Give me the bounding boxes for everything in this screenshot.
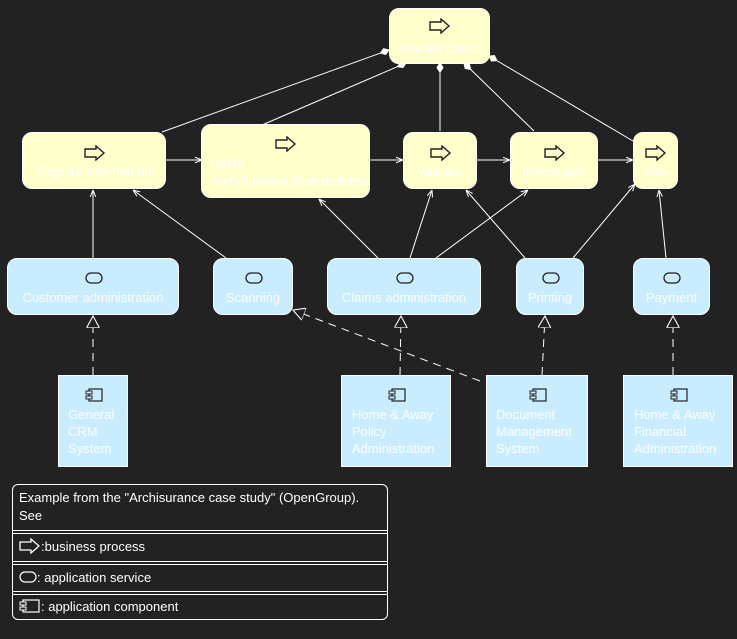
component-label: CRM <box>68 424 98 439</box>
service-label: Payment <box>645 290 698 305</box>
component-label: Document <box>496 407 556 422</box>
legend: Example from the "Archisurance case stud… <box>12 484 388 620</box>
component-label: General <box>68 407 115 422</box>
legend-divider <box>13 564 387 565</box>
used-by-line <box>572 184 635 259</box>
component-label: Policy <box>352 424 387 439</box>
business-process-icon <box>430 145 452 161</box>
process-investigate[interactable]: Investigate <box>510 132 598 189</box>
service-label: Scanning <box>225 290 281 305</box>
legend-divider <box>13 530 387 531</box>
business-process-icon <box>429 18 451 34</box>
used-by-line <box>466 190 526 259</box>
process-validate[interactable]: Validate <box>403 132 477 189</box>
component-label: Management <box>496 424 572 439</box>
component-home-away-policy-administration[interactable]: Home & Away Policy Administration <box>341 375 451 467</box>
process-label: Pay <box>644 164 667 179</box>
legend-label: : application component <box>41 599 179 614</box>
service-printing[interactable]: Printing <box>516 258 584 315</box>
process-label: Notify <box>210 156 244 171</box>
realization-line <box>400 316 401 376</box>
legend-note: See <box>19 508 43 523</box>
service-payment[interactable]: Payment <box>633 258 710 315</box>
service-label: Customer administration <box>22 290 164 305</box>
application-service-icon <box>19 571 37 583</box>
component-document-management-system[interactable]: Document Management System <box>486 375 588 467</box>
business-process-icon <box>544 145 566 161</box>
application-component-icon <box>529 388 547 402</box>
used-by-line <box>659 190 667 259</box>
used-by-line <box>435 190 528 259</box>
process-label: Investigate <box>522 164 586 179</box>
process-capture-information[interactable]: Capture Information <box>22 132 166 189</box>
service-customer-administration[interactable]: Customer administration <box>7 258 179 315</box>
business-process-icon <box>645 145 667 161</box>
composition-line <box>161 48 390 133</box>
legend-divider <box>13 533 387 534</box>
component-label: Financial <box>634 424 687 439</box>
process-pay[interactable]: Pay <box>633 132 678 189</box>
application-component-icon <box>85 388 103 402</box>
service-claims-administration[interactable]: Claims administration <box>327 258 481 315</box>
composition-line <box>463 62 535 132</box>
legend-application-component: : application component <box>19 599 178 614</box>
used-by-line <box>319 199 379 259</box>
used-by-line <box>409 190 432 259</box>
component-home-away-financial-administration[interactable]: Home & Away Financial Administration <box>623 375 733 467</box>
application-component-icon <box>19 599 40 613</box>
process-label: Capture Information <box>36 164 152 179</box>
legend-divider <box>13 594 387 595</box>
component-label: System <box>68 441 112 456</box>
component-label: Home & Away <box>352 407 434 422</box>
realization-line <box>542 316 545 376</box>
process-handle-claim[interactable]: Handle Claim <box>389 8 490 64</box>
composition-line <box>261 61 407 126</box>
application-service-icon <box>85 272 103 284</box>
application-component-icon <box>388 388 406 402</box>
component-label: System <box>496 441 540 456</box>
application-service-icon <box>542 272 560 284</box>
composition-line <box>488 55 634 142</box>
legend-divider <box>13 591 387 592</box>
service-scanning[interactable]: Scanning <box>213 258 293 315</box>
legend-divider <box>13 561 387 562</box>
legend-note: Example from the "Archisurance case stud… <box>19 490 360 505</box>
legend-business-process: :business process <box>19 537 146 555</box>
process-label: Handle Claim <box>400 41 479 56</box>
process-label: Validate <box>416 164 463 179</box>
service-label: Printing <box>527 290 573 305</box>
legend-application-service: : application service <box>19 570 151 585</box>
application-service-icon <box>396 272 414 284</box>
process-notify-stakeholders[interactable]: Notify ArchiSurance Stakeholders <box>201 124 370 198</box>
service-label: Claims administration <box>341 290 467 305</box>
component-general-crm-system[interactable]: General CRM System <box>58 375 128 467</box>
component-label: Administration <box>352 441 435 456</box>
business-process-icon <box>275 136 297 152</box>
legend-label: :business process <box>41 539 146 554</box>
legend-label: : application service <box>37 570 152 585</box>
business-process-icon <box>84 145 106 161</box>
business-process-icon <box>19 537 40 555</box>
used-by-line <box>133 190 227 259</box>
process-label: ArchiSurance Stakeholders <box>210 173 368 188</box>
application-service-icon <box>245 272 263 284</box>
realization-line <box>293 310 481 382</box>
component-label: Administration <box>634 441 717 456</box>
component-label: Home & Away <box>634 407 716 422</box>
application-component-icon <box>670 388 688 402</box>
application-service-icon <box>663 272 681 284</box>
